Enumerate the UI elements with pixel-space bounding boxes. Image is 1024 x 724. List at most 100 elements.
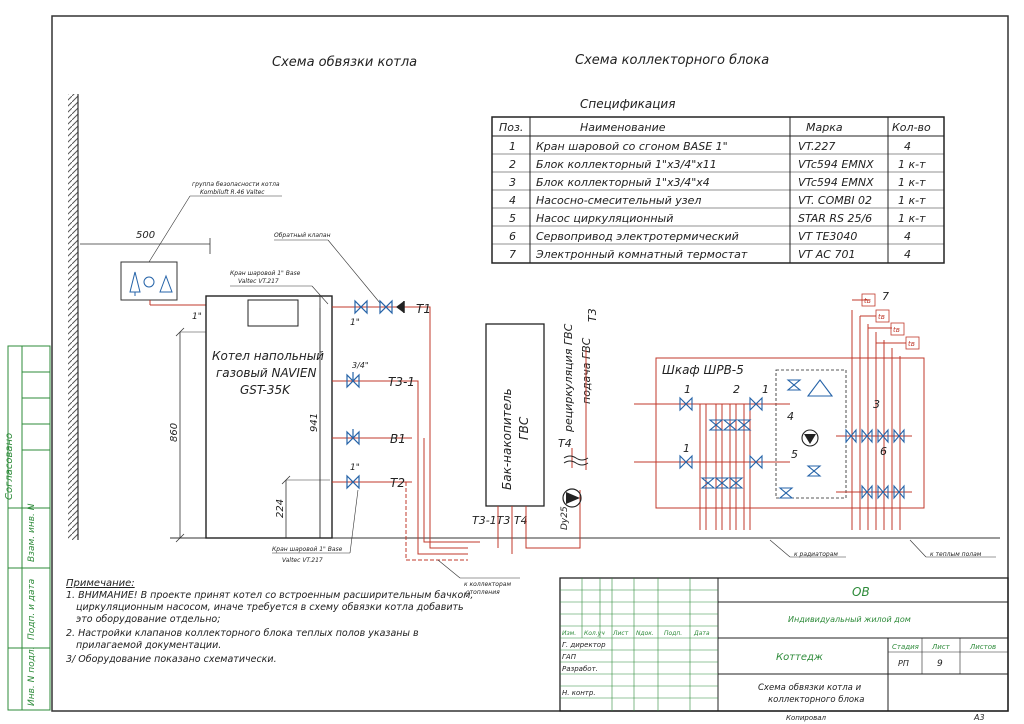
spec-r5-pos: 5 <box>509 212 516 225</box>
stamp-format: А3 <box>973 713 985 722</box>
boiler-pipes <box>332 306 480 561</box>
spec-r3-qty: 1 к-т <box>898 176 926 189</box>
spec-title: Спецификация <box>580 97 675 111</box>
spec-r2-name: Блок коллекторный 1"x3/4"x11 <box>536 158 717 171</box>
spec-r4-pos: 4 <box>509 194 516 207</box>
pipe-1in-safety: 1" <box>192 312 202 322</box>
note-line-4: 2. Настройки клапанов коллекторного блок… <box>66 628 419 639</box>
tv-1: tв <box>864 297 871 305</box>
boiler-label-3: GST-35K <box>240 383 291 397</box>
spec-r6-qty: 4 <box>904 230 911 243</box>
stamp-object: Индивидуальный жилой дом <box>788 615 911 624</box>
pipe-1in-t2: 1" <box>350 463 360 473</box>
spec-r3-name: Блок коллекторный 1"x3/4"x4 <box>536 176 710 189</box>
spec-r7-mark: VT AC 701 <box>798 248 855 261</box>
spec-r5-qty: 1 к-т <box>898 212 926 225</box>
stamp-role-control: Н. контр. <box>562 689 596 697</box>
boiler-label-2: газовый NAVIEN <box>216 366 316 380</box>
valve-t3-1 <box>346 372 360 389</box>
spec-h-name: Наименование <box>580 121 666 134</box>
tank-bottom-labels: T3-1T3 T4 <box>472 514 528 527</box>
spec-r1-mark: VT.227 <box>798 140 835 153</box>
pos-1a: 1 <box>684 383 691 396</box>
title-boiler: Схема обвязки котла <box>272 55 417 70</box>
label-t1: T1 <box>416 302 431 316</box>
note-line-5: прилагаемой документации. <box>76 640 221 651</box>
spec-r1-qty: 4 <box>904 140 911 153</box>
stamp-sheets-header: Листов <box>969 643 996 651</box>
dhw-tank <box>485 323 545 507</box>
spec-h-qty: Кол-во <box>892 121 931 134</box>
stamp-col-kol: Кол.уч <box>584 630 605 637</box>
label-b1: B1 <box>390 432 406 446</box>
spec-r5-mark: STAR RS 25/6 <box>798 212 872 225</box>
ball-valve-bottom-model: Valtec VT.217 <box>282 557 323 564</box>
leader-safety <box>148 195 191 263</box>
title-manifold: Схема коллекторного блока <box>575 53 769 68</box>
side-agreed: Согласовано <box>4 433 15 500</box>
note-line-1: 1. ВНИМАНИЕ! В проекте принят котел со в… <box>66 590 473 601</box>
spec-r3-pos: 3 <box>509 176 516 189</box>
spec-r6-mark: VT TE3040 <box>798 230 857 243</box>
side-inv-no: Взам. инв. N <box>27 503 37 562</box>
stamp-col-doc: Nдок. <box>636 630 654 637</box>
spec-r2-qty: 1 к-т <box>898 158 926 171</box>
tank-label-1: Бак-накопитель <box>500 388 514 490</box>
spec-r2-mark: VTc594 EMNX <box>798 158 874 171</box>
dim-860: 860 <box>169 423 180 442</box>
to-collector-label: к коллекторам <box>464 581 511 588</box>
tv-4: tв <box>908 340 915 348</box>
tank-t3: T3 <box>586 308 599 322</box>
tv-2: tв <box>878 313 885 321</box>
side-sign-date: Подп. и дата <box>27 579 37 640</box>
ball-valve-top-label: Кран шаровой 1" Base <box>230 270 301 277</box>
tv-3: tв <box>893 326 900 334</box>
wall-hatch <box>68 94 78 540</box>
side-inv-orig: Инв. N подл. <box>27 647 37 706</box>
pipe-1in-t1: 1" <box>350 318 360 328</box>
check-valve-label: Обратный клапан <box>274 232 331 239</box>
pos-6: 6 <box>880 445 887 458</box>
valve-t2 <box>346 474 360 490</box>
spec-r4-qty: 1 к-т <box>898 194 926 207</box>
pump-dn: Dy25 <box>560 506 570 530</box>
pos-3: 3 <box>873 398 880 411</box>
stamp-title-2: коллекторного блока <box>768 695 864 705</box>
dim-224: 224 <box>275 499 286 518</box>
mixing-pump <box>801 429 819 447</box>
spec-r7-qty: 4 <box>904 248 911 261</box>
tank-label-2: ГВС <box>517 416 531 440</box>
pos-7: 7 <box>882 290 889 303</box>
stamp-col-sign: Подп. <box>664 630 682 637</box>
stamp-col-izm: Изм. <box>562 630 576 637</box>
manifold-pipes <box>634 299 912 530</box>
ball-valve-bottom-label: Кран шаровой 1" Base <box>272 546 343 553</box>
to-floor: к теплым полам <box>930 551 982 558</box>
pos-5: 5 <box>791 448 798 461</box>
valve-b1 <box>346 429 360 446</box>
spec-r6-pos: 6 <box>509 230 516 243</box>
check-valve-icon <box>396 301 404 313</box>
dhw-pump <box>562 488 582 508</box>
mixing-node-box <box>775 369 847 499</box>
note-line-2: циркуляционным насосом, иначе требуется … <box>76 602 464 613</box>
valve-t1 <box>354 299 393 315</box>
pos-1b: 1 <box>762 383 769 396</box>
title-block-grid <box>560 578 718 711</box>
spec-r7-pos: 7 <box>509 248 516 261</box>
label-t2: T2 <box>390 476 405 490</box>
break-marks <box>563 455 589 466</box>
stamp-copied: Копировал <box>786 714 827 722</box>
dim-941: 941 <box>309 413 320 432</box>
boiler-label-1: Котел напольный <box>212 349 324 363</box>
spec-r1-name: Кран шаровой со сгоном BASE 1" <box>536 140 728 153</box>
stamp-stage-header: Стадия <box>892 643 919 651</box>
sheet-frame <box>51 15 1009 712</box>
spec-r1-pos: 1 <box>509 140 516 153</box>
note-line-3: это оборудование отдельно; <box>76 614 220 625</box>
manifold-cabinet <box>655 357 925 509</box>
to-radiators: к радиаторам <box>794 551 838 558</box>
stamp-code: ОВ <box>852 585 870 599</box>
spec-r5-name: Насос циркуляционный <box>536 212 673 225</box>
spec-r3-mark: VTc594 EMNX <box>798 176 874 189</box>
